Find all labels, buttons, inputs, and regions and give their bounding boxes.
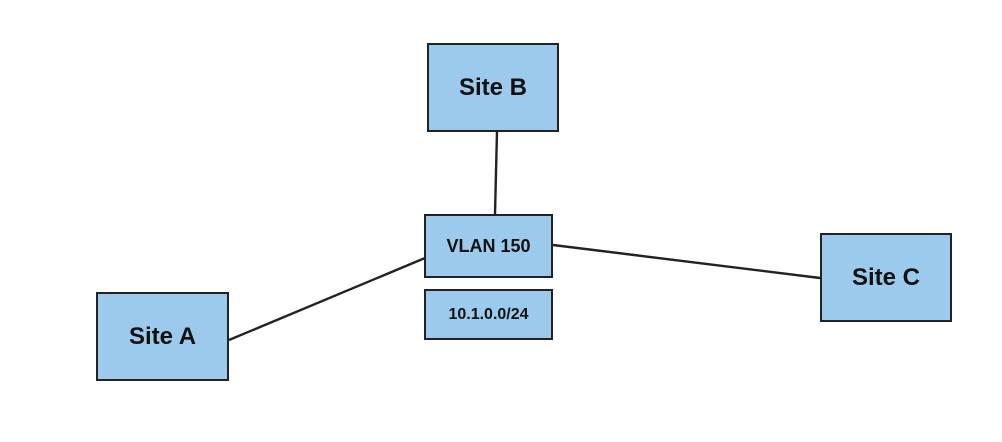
vlan-node[interactable]: VLAN 150 bbox=[424, 214, 553, 278]
link-site-b-vlan bbox=[493, 130, 499, 215]
site-a-node[interactable]: Site A bbox=[96, 292, 229, 381]
subnet-label-box: 10.1.0.0/24 bbox=[424, 289, 553, 340]
link-vlan-site-c bbox=[552, 243, 821, 280]
site-b-node[interactable]: Site B bbox=[427, 43, 559, 132]
site-c-node[interactable]: Site C bbox=[820, 233, 952, 322]
link-vlan-site-a bbox=[228, 256, 426, 342]
